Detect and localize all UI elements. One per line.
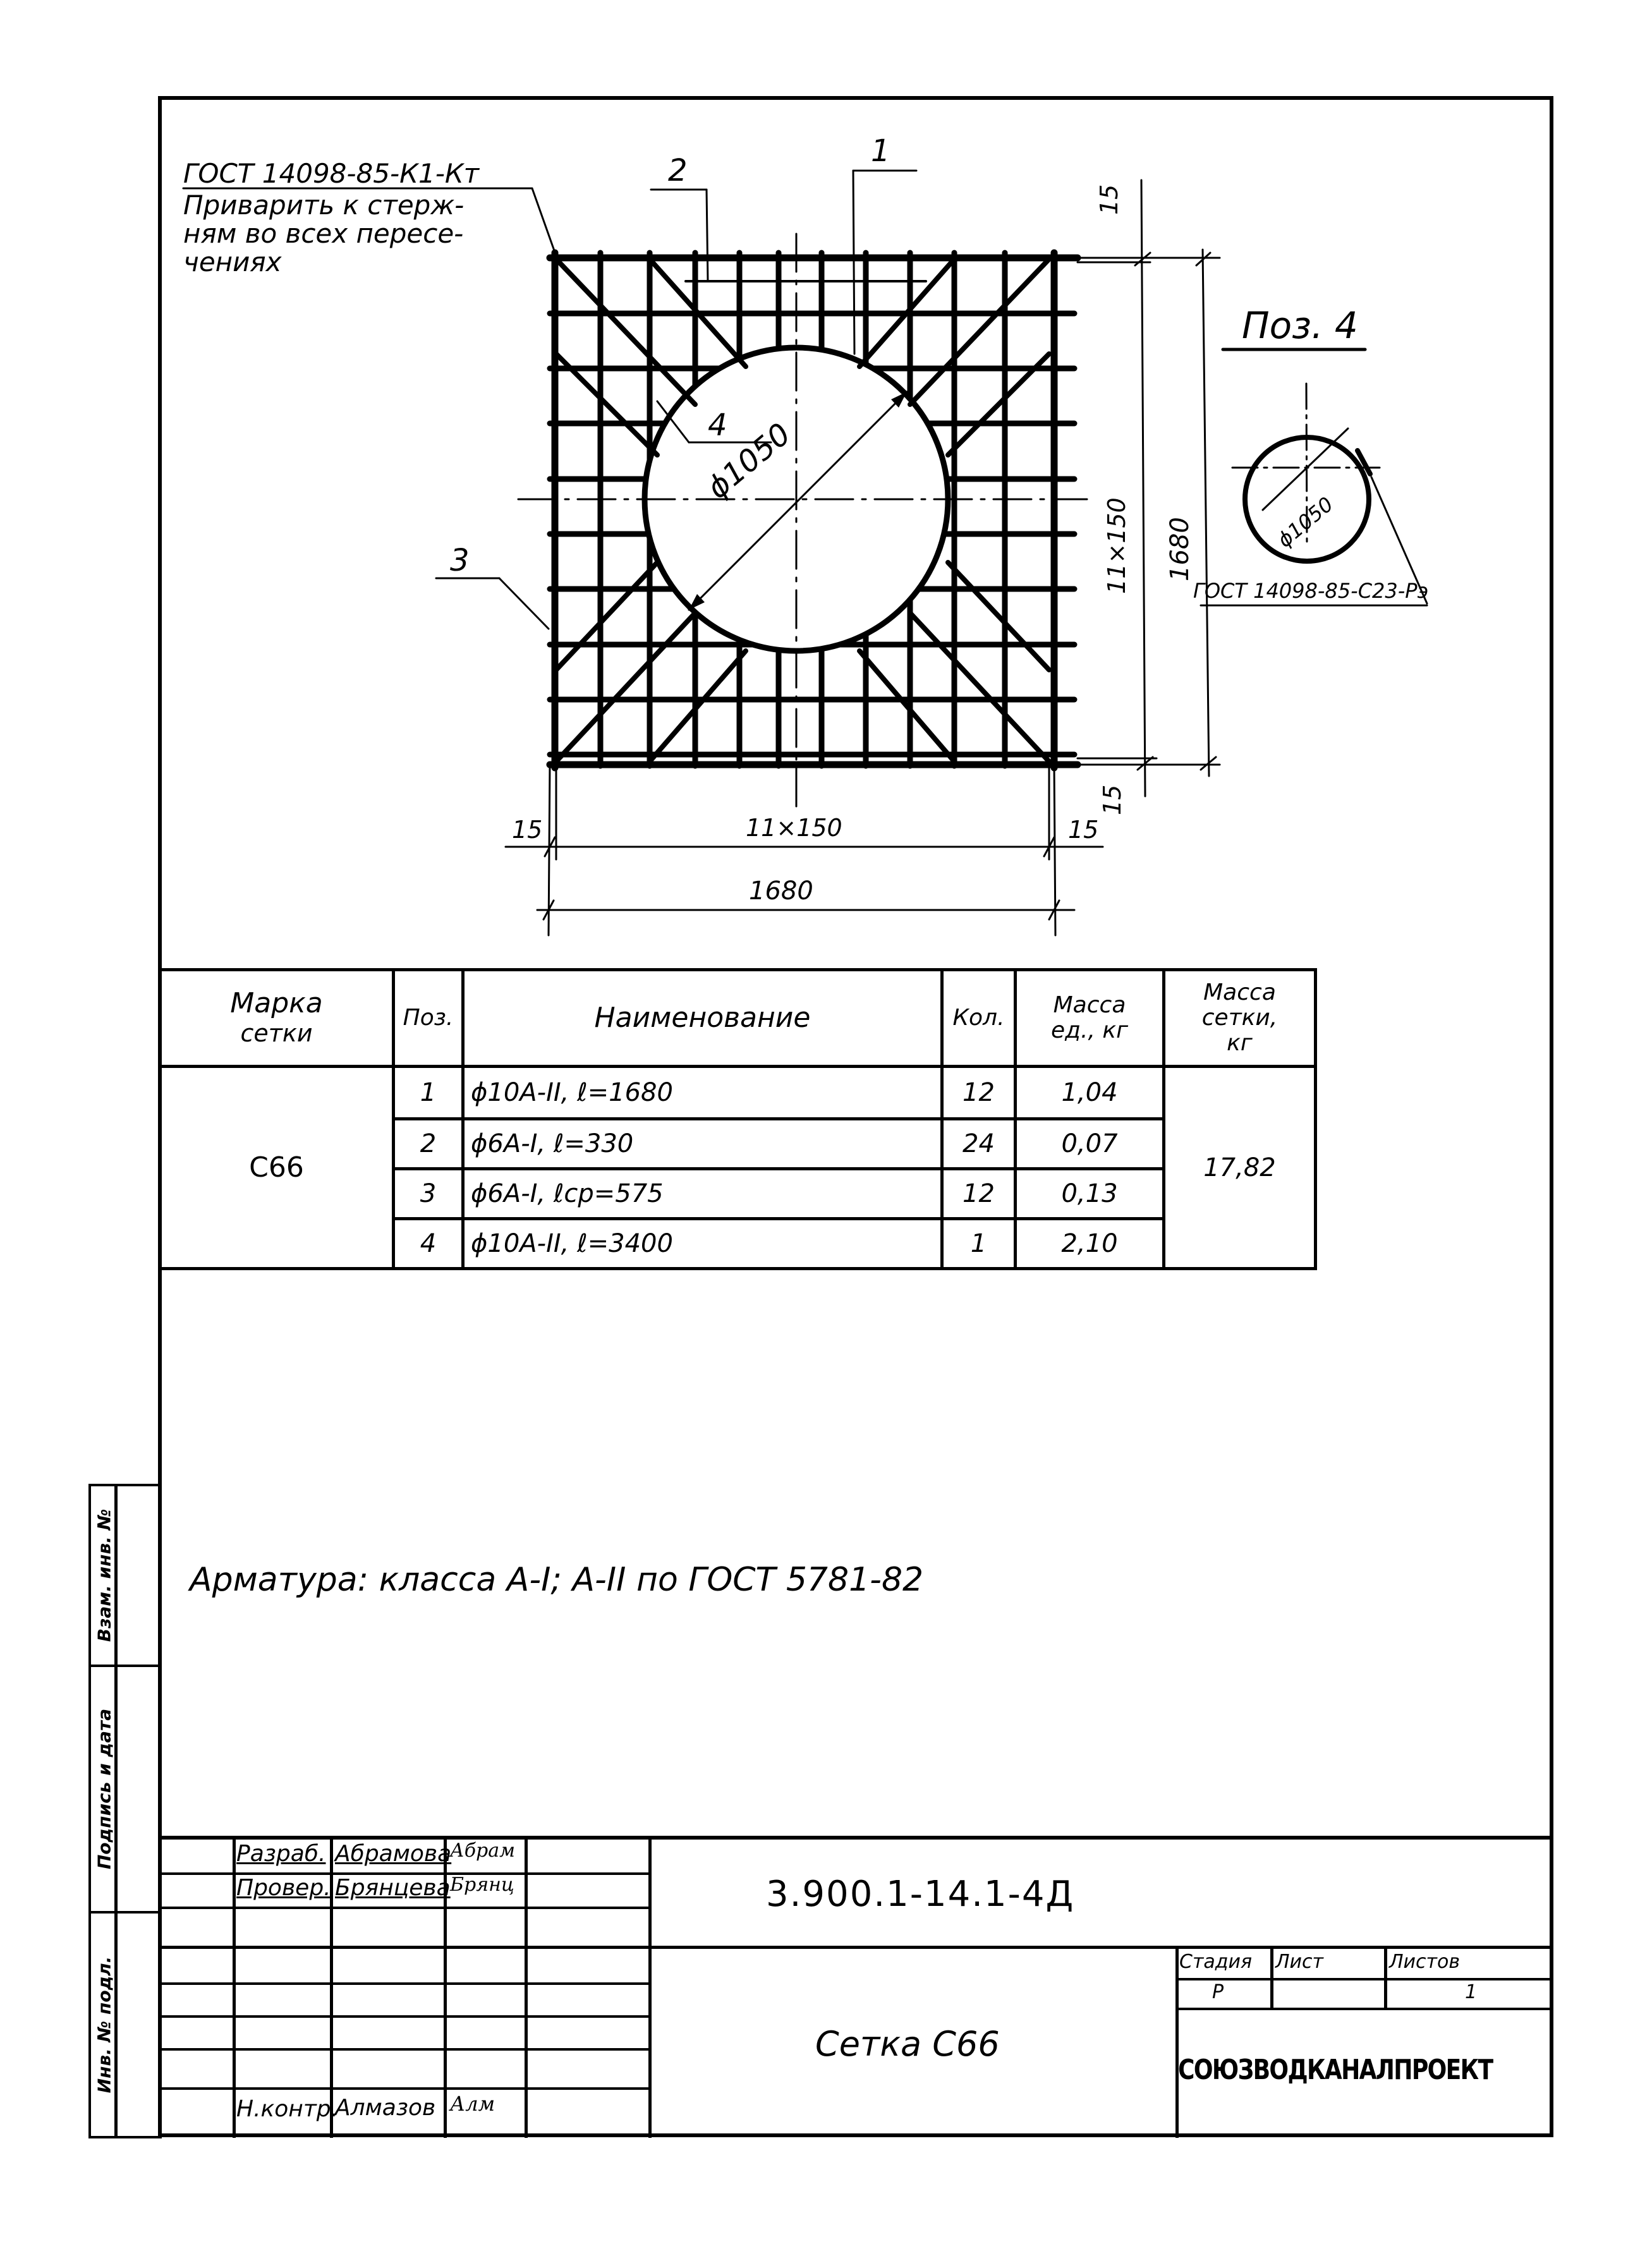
sheet-title: Сетка С66 bbox=[815, 2024, 1000, 2064]
dim-bottom-total: 1680 bbox=[749, 876, 813, 906]
weld-note-line-2: ням во всех пересе- bbox=[183, 218, 464, 249]
detail-weld-gost: ГОСТ 14098-85-С23-Рэ bbox=[1193, 579, 1429, 603]
row-name: ϕ6A-I, ℓср=575 bbox=[461, 1167, 944, 1220]
position-label-1: 1 bbox=[871, 133, 890, 169]
sheets-header: Листов bbox=[1389, 1951, 1461, 1973]
row-name: ϕ10A-II, ℓ=3400 bbox=[461, 1217, 944, 1270]
document-code: 3.900.1-14.1-4Д bbox=[766, 1874, 1075, 1915]
title-block: Разраб. Абрамова Абрам Провер. Брянцева … bbox=[158, 1836, 1553, 2138]
row-pos: 4 bbox=[392, 1217, 465, 1270]
stamp-label-signature: Подпись и дата bbox=[94, 1708, 114, 1870]
row-unit-mass: 0,13 bbox=[1014, 1167, 1165, 1220]
side-stamp: Взам. инв. № Подпись и дата Инв. № подл. bbox=[88, 1484, 162, 2138]
role-developer: Разраб. bbox=[236, 1841, 326, 1867]
dim-bottom-right-15: 15 bbox=[1068, 816, 1099, 844]
name-norm-control: Алмазов bbox=[335, 2095, 436, 2121]
dim-right-top-15: 15 bbox=[1095, 184, 1123, 215]
row-name: ϕ6A-I, ℓ=330 bbox=[461, 1117, 944, 1170]
organization: СОЮЗВОДКАНАЛПРОЕКТ bbox=[1178, 2054, 1493, 2086]
stage-value: Р bbox=[1212, 1981, 1224, 2003]
header-qty: Кол. bbox=[940, 968, 1017, 1068]
mesh-mark: С66 bbox=[158, 1065, 395, 1270]
position-label-4: 4 bbox=[708, 408, 727, 443]
dim-right-bottom-15: 15 bbox=[1098, 784, 1126, 815]
table-row: 3 ϕ6A-I, ℓср=575 12 0,13 bbox=[160, 1167, 1316, 1220]
role-checker: Провер. bbox=[236, 1875, 331, 1901]
header-name: Наименование bbox=[461, 968, 944, 1068]
row-name: ϕ10A-II, ℓ=1680 bbox=[461, 1065, 944, 1120]
dim-right-spacing: 11×150 bbox=[1103, 497, 1131, 594]
table-row: 4 ϕ10A-II, ℓ=3400 1 2,10 bbox=[160, 1217, 1316, 1270]
weld-note-line-3: чениях bbox=[183, 246, 282, 277]
mesh-total-mass: 17,82 bbox=[1162, 1065, 1317, 1270]
row-pos: 3 bbox=[392, 1167, 465, 1220]
row-qty: 1 bbox=[940, 1217, 1017, 1270]
stamp-label-replacement: Взам. инв. № bbox=[94, 1508, 114, 1642]
table-row: 2 ϕ6A-I, ℓ=330 24 0,07 bbox=[160, 1117, 1316, 1170]
table-row: С66 1 ϕ10A-II, ℓ=1680 12 1,04 17,82 bbox=[158, 1065, 1317, 1270]
diagonal-bars bbox=[554, 257, 1052, 764]
mesh-drawing bbox=[182, 169, 1428, 937]
row-qty: 12 bbox=[940, 1167, 1017, 1220]
position-label-3: 3 bbox=[450, 543, 470, 578]
role-norm-control: Н.контр. bbox=[236, 2096, 339, 2122]
weld-note-gost: ГОСТ 14098-85-К1-Кт bbox=[183, 158, 480, 189]
stamp-cell-signature: Подпись и дата bbox=[88, 1665, 162, 1913]
signature-norm-control: Алм bbox=[450, 2092, 495, 2116]
signature-developer: Абрам bbox=[450, 1840, 515, 1862]
row-unit-mass: 1,04 bbox=[1014, 1065, 1165, 1120]
stage-header: Стадия bbox=[1179, 1951, 1253, 1973]
row-unit-mass: 0,07 bbox=[1014, 1117, 1165, 1170]
row-qty: 12 bbox=[940, 1065, 1017, 1120]
stamp-cell-replacement: Взам. инв. № bbox=[88, 1484, 162, 1667]
sheets-value: 1 bbox=[1465, 1981, 1478, 2003]
name-checker: Брянцева bbox=[335, 1875, 451, 1901]
dim-bottom-spacing: 11×150 bbox=[746, 814, 842, 842]
stamp-label-inventory: Инв. № подл. bbox=[94, 1956, 114, 2094]
material-note: Арматура: класса A-I; A-II по ГОСТ 5781-… bbox=[190, 1561, 924, 1599]
row-unit-mass: 2,10 bbox=[1014, 1217, 1165, 1270]
detail-title: Поз. 4 bbox=[1242, 304, 1358, 347]
row-qty: 24 bbox=[940, 1117, 1017, 1170]
weld-note-line-1: Приварить к стерж- bbox=[183, 190, 465, 221]
mesh-grid bbox=[547, 250, 1078, 769]
dim-bottom-left-15: 15 bbox=[512, 816, 543, 844]
position-label-2: 2 bbox=[668, 153, 688, 188]
row-pos: 1 bbox=[392, 1065, 465, 1120]
header-pos: Поз. bbox=[392, 968, 465, 1068]
sheet-header: Лист bbox=[1275, 1951, 1324, 1973]
row-pos: 2 bbox=[392, 1117, 465, 1170]
name-developer: Абрамова bbox=[335, 1841, 452, 1867]
stamp-cell-inventory: Инв. № подл. bbox=[88, 1911, 162, 2138]
signature-checker: Брянц bbox=[450, 1874, 514, 1896]
dim-right-total: 1680 bbox=[1165, 517, 1194, 581]
detail-pos4 bbox=[1200, 348, 1428, 607]
